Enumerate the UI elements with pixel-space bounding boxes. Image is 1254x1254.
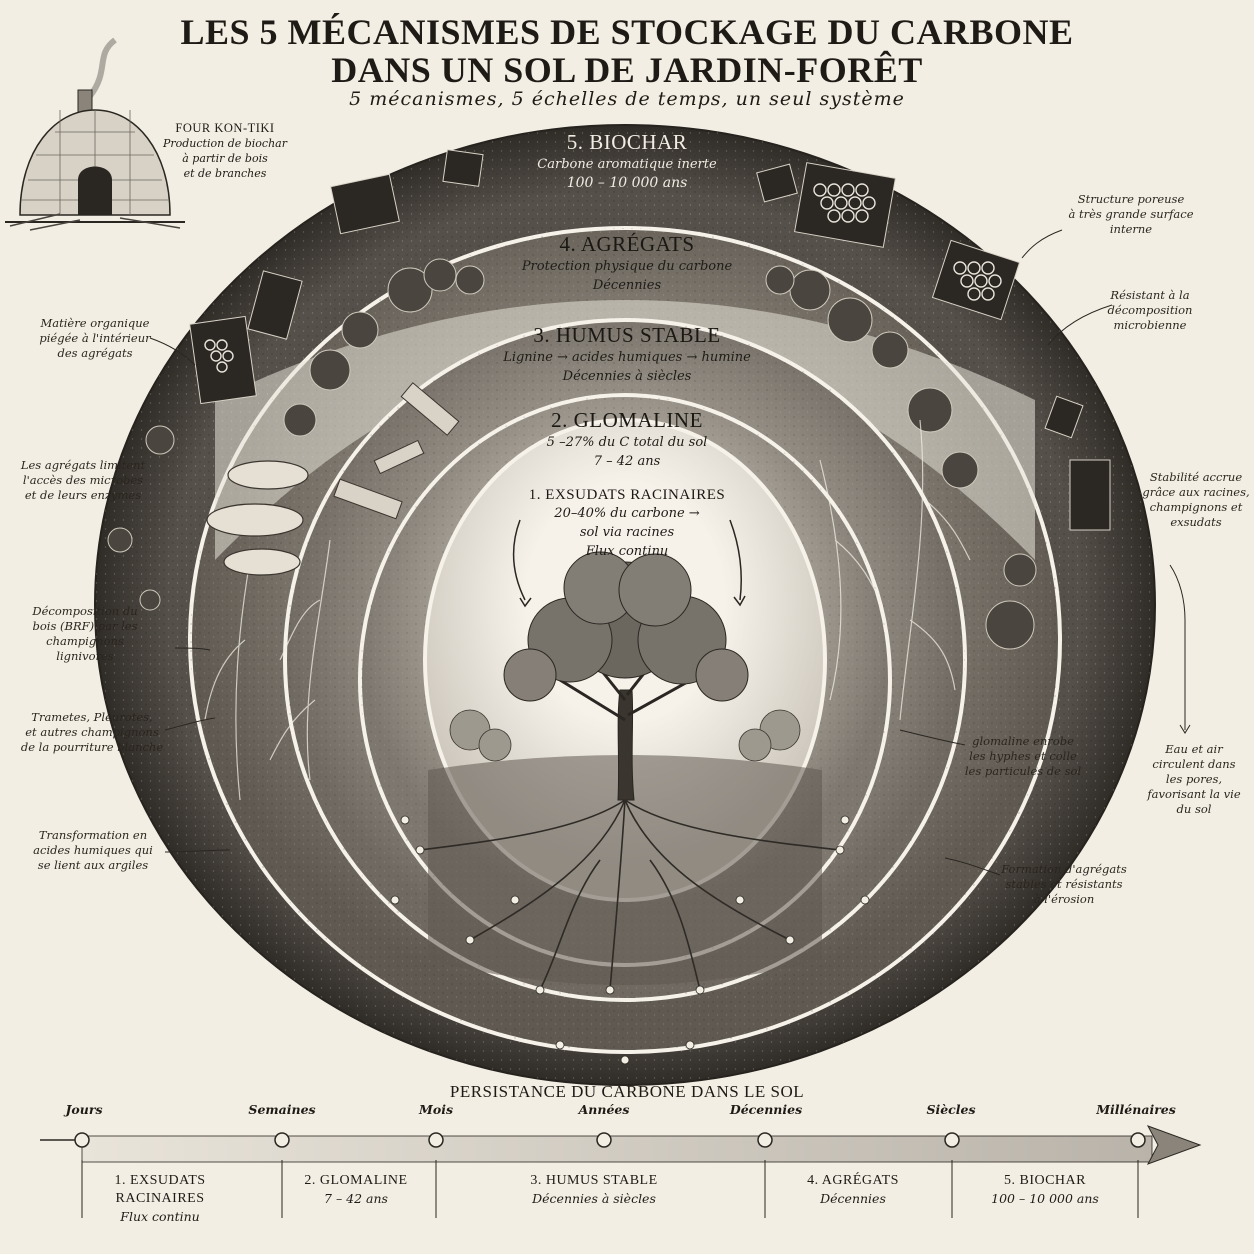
hyphae-network xyxy=(204,419,971,801)
timeline-segment: 2. GLOMALINE 7 – 42 ans xyxy=(304,1173,408,1206)
timeline-segment: 4. AGRÉGATS Décennies xyxy=(807,1173,899,1206)
timeline-segment: 5. BIOCHAR 100 – 10 000 ans xyxy=(991,1173,1099,1206)
leader-lines xyxy=(149,229,1191,876)
subtitle: 5 mécanismes, 5 échelles de temps, un se… xyxy=(349,88,905,110)
ring-line: Protection physique du carbone xyxy=(521,259,733,274)
ring-line: Flux continu xyxy=(585,544,669,559)
ring-title: 5. BIOCHAR xyxy=(566,130,688,154)
timeline-tick-markers xyxy=(74,1132,1146,1148)
timeline-tick-label: Semaines xyxy=(248,1102,316,1117)
timeline-tick-label: Millénaires xyxy=(1096,1102,1176,1117)
timeline-tick-marker xyxy=(1130,1132,1146,1148)
kiln-title: FOUR KON-TIKI xyxy=(175,121,275,135)
timeline-title: PERSISTANCE DU CARBONE DANS LE SOL xyxy=(449,1082,805,1101)
ring-title: 3. HUMUS STABLE xyxy=(533,323,721,347)
ring-line: Décennies xyxy=(592,278,662,293)
timeline-axis xyxy=(40,1125,1202,1165)
ring-line: 100 – 10 000 ans xyxy=(566,175,688,191)
kiln-line: à partir de bois xyxy=(182,152,268,165)
wood-chips xyxy=(333,382,460,520)
timeline-tick-label: Années xyxy=(578,1102,630,1117)
timeline-segment: 3. HUMUS STABLE Décennies à siècles xyxy=(530,1173,658,1206)
kon-tiki-kiln xyxy=(5,37,185,231)
timeline-tick-label: Décennies xyxy=(729,1102,803,1117)
exudate-droplets xyxy=(390,815,870,1065)
root-system xyxy=(419,799,841,991)
ring-label-agregats: 4. AGRÉGATS Protection physique du carbo… xyxy=(522,232,732,295)
bracket-fungi xyxy=(206,460,309,576)
ring-line: 7 – 42 ans xyxy=(593,454,661,469)
ring-title: 1. EXSUDATS RACINAIRES xyxy=(528,487,726,503)
timeline-tick-marker xyxy=(428,1132,444,1148)
timeline-tick-label: Mois xyxy=(419,1102,453,1117)
timeline-segment: 1. EXSUDATS RACINAIRES Flux continu xyxy=(114,1173,206,1224)
tree xyxy=(503,551,749,801)
ring-label-glomaline: 2. GLOMALINE 5 –27% du C total du sol 7 … xyxy=(547,408,708,471)
ring-line: sol via racines xyxy=(579,525,675,540)
biochar-chunks xyxy=(189,149,1111,531)
ring-label-humus: 3. HUMUS STABLE Lignine → acides humique… xyxy=(503,323,751,386)
annotation-left: Trametes, Pleurotes,et autres champignon… xyxy=(20,710,164,754)
ring-line: Décennies à siècles xyxy=(562,369,692,384)
ring-line: 20–40% du carbone → xyxy=(554,506,700,521)
ring-line: 5 –27% du C total du sol xyxy=(546,435,708,450)
ring-title: 4. AGRÉGATS xyxy=(559,232,695,256)
timeline-tick-marker xyxy=(944,1132,960,1148)
ring-line: Lignine → acides humiques → humine xyxy=(503,350,751,365)
timeline-tick-marker xyxy=(74,1132,90,1148)
title-line-1: LES 5 MÉCANISMES DE STOCKAGE DU CARBONE xyxy=(180,12,1074,52)
timeline-tick-label: Jours xyxy=(65,1102,103,1117)
kiln-line: Production de biochar xyxy=(162,137,287,150)
ring-label-biochar: 5. BIOCHAR Carbone aromatique inerte 100… xyxy=(537,130,716,193)
timeline-tick-marker xyxy=(274,1132,290,1148)
kiln-caption: FOUR KON-TIKI Production de biochar à pa… xyxy=(160,121,290,181)
ring-title: 2. GLOMALINE xyxy=(551,408,703,432)
kiln-line: et de branches xyxy=(183,167,267,180)
timeline-tick-marker xyxy=(596,1132,612,1148)
timeline-segment-dividers xyxy=(81,1160,1139,1218)
aggregate-clusters xyxy=(107,258,1037,650)
shrubs xyxy=(449,709,801,762)
ring-label-exsudats: 1. EXSUDATS RACINAIRES 20–40% du carbone… xyxy=(529,487,725,561)
timeline-tick-label: Siècles xyxy=(926,1102,976,1117)
ring-line: Carbone aromatique inerte xyxy=(537,157,717,172)
exsudat-arrows xyxy=(512,519,746,608)
honeycomb-holes xyxy=(204,183,1002,373)
timeline-tick-marker xyxy=(757,1132,773,1148)
title-line-2: DANS UN SOL DE JARDIN-FORÊT xyxy=(331,50,923,90)
